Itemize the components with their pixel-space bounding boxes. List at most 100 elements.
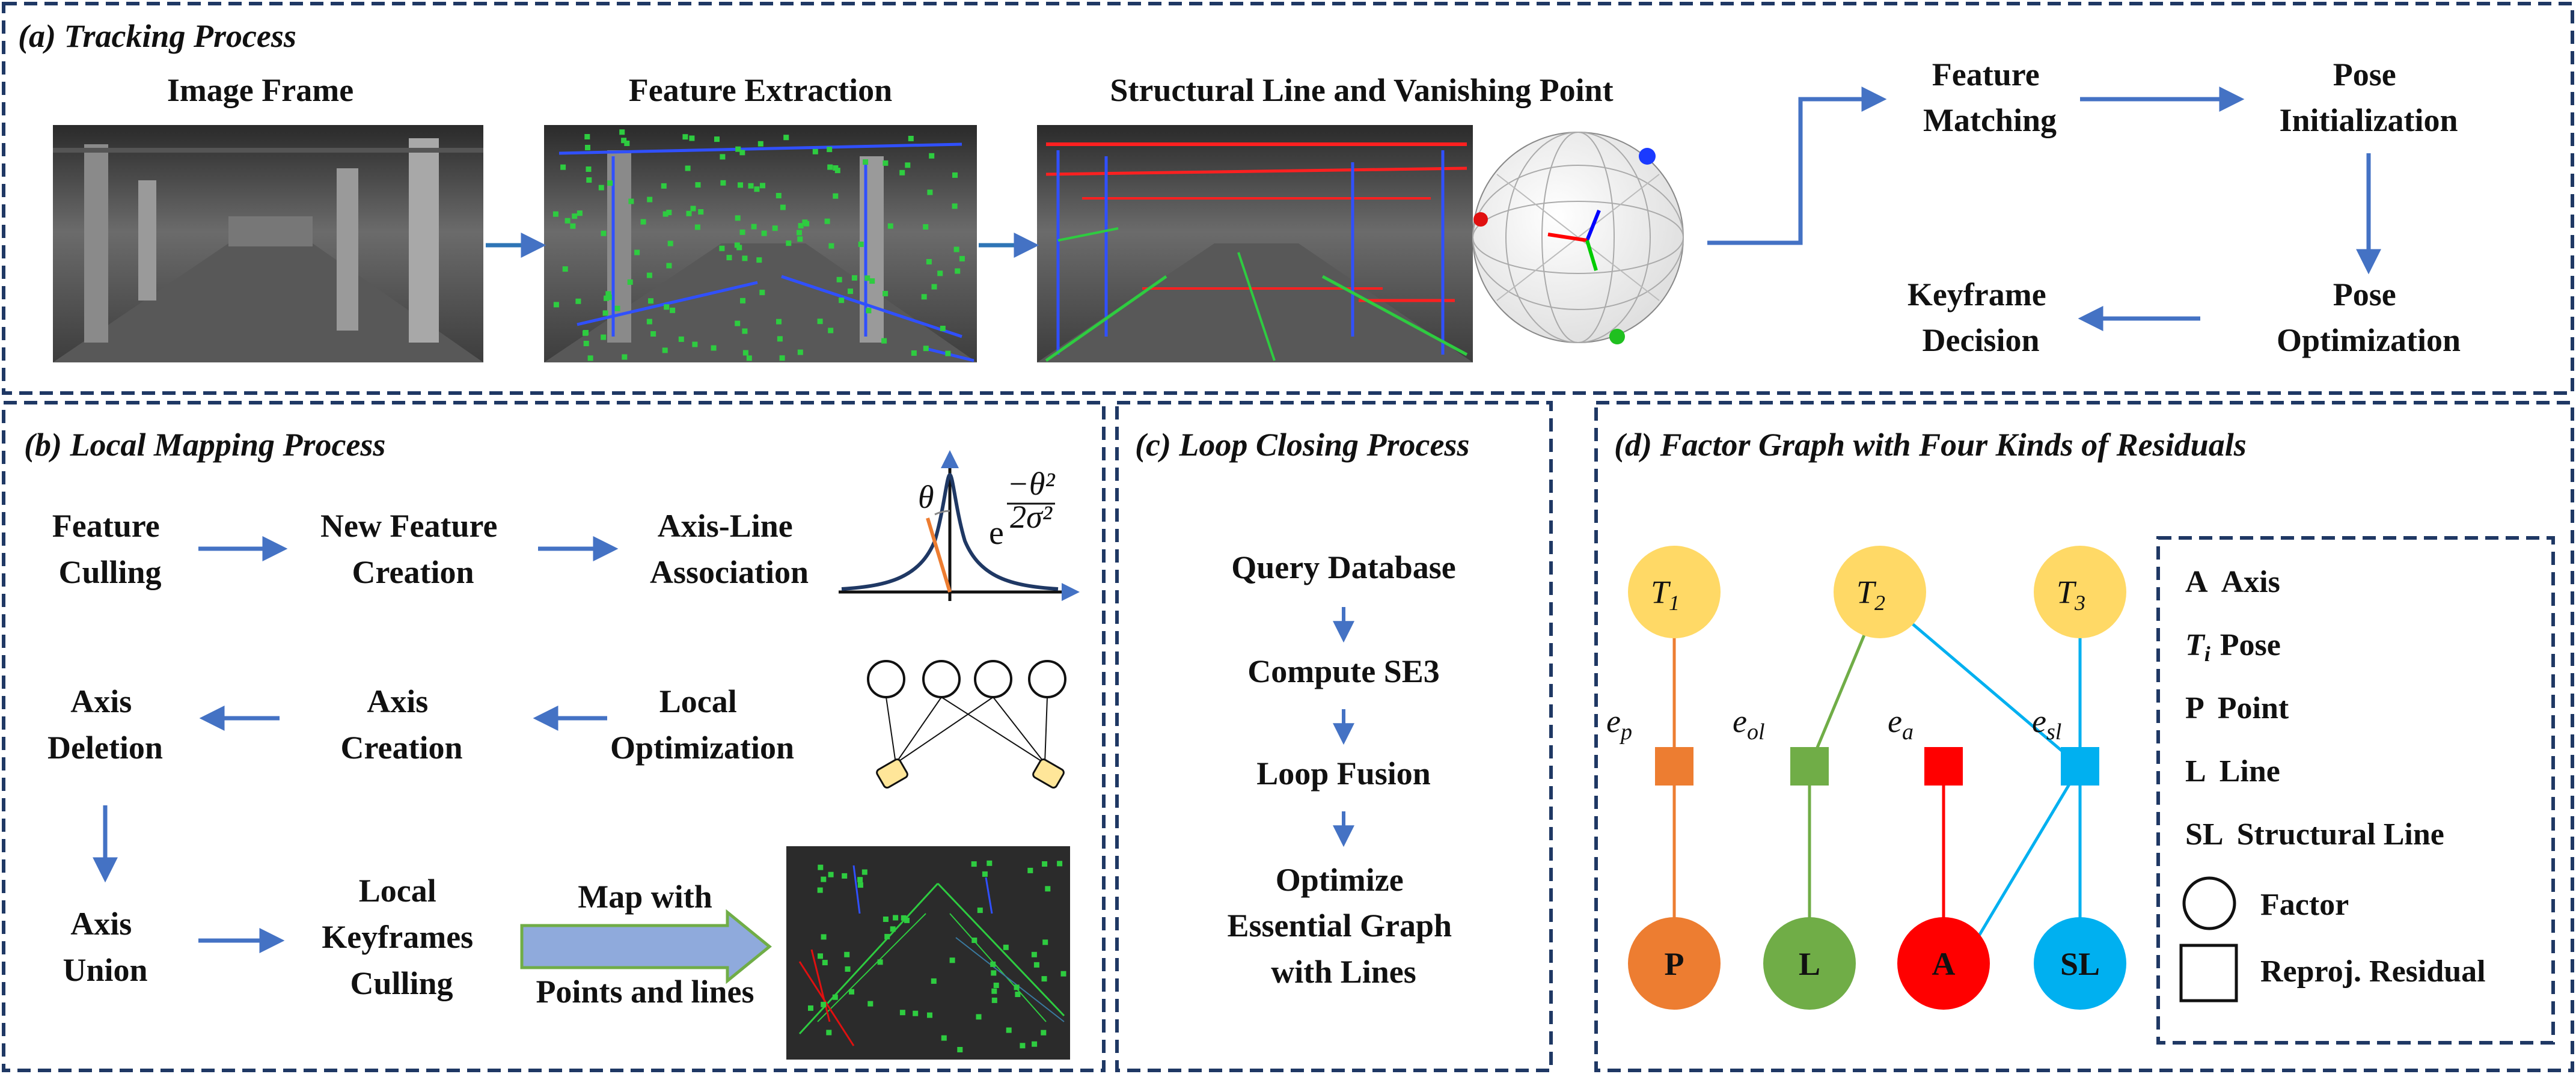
axis-union-label: Axis Union bbox=[63, 906, 147, 988]
feature-dot bbox=[647, 197, 653, 203]
structural-line-photo bbox=[1037, 125, 1473, 362]
feature-dot bbox=[646, 319, 652, 325]
feature-dot bbox=[742, 328, 748, 334]
feature-dot bbox=[661, 183, 667, 189]
feature-dot bbox=[851, 275, 857, 281]
feature-dot bbox=[622, 354, 628, 360]
edge-t2-esl bbox=[1898, 612, 2081, 767]
feature-dot bbox=[818, 864, 824, 870]
feature-dot bbox=[720, 154, 726, 160]
gaussian-formula-base: e bbox=[989, 514, 1004, 552]
feature-dot bbox=[601, 230, 607, 236]
feature-dot bbox=[783, 135, 789, 141]
feature-dot bbox=[553, 302, 559, 308]
feature-dot bbox=[759, 290, 765, 296]
feature-dot bbox=[845, 966, 851, 972]
feature-dot bbox=[857, 882, 863, 888]
feature-dot bbox=[760, 183, 765, 189]
feature-dot bbox=[1045, 886, 1051, 892]
feature-dot bbox=[585, 145, 590, 150]
feature-dot bbox=[1033, 962, 1039, 968]
residual-ep-square bbox=[1655, 747, 1693, 786]
feature-dot bbox=[739, 150, 745, 156]
feature-dot bbox=[777, 336, 783, 342]
feature-dot bbox=[714, 136, 720, 142]
feature-dot bbox=[861, 869, 867, 875]
feature-dot bbox=[808, 1005, 813, 1011]
feature-dot bbox=[957, 1047, 963, 1052]
feature-dot bbox=[937, 270, 943, 276]
feature-dot bbox=[583, 330, 588, 336]
feature-dot bbox=[952, 172, 958, 178]
feature-dot bbox=[959, 255, 965, 261]
feature-dot bbox=[834, 168, 840, 174]
feature-dot bbox=[666, 263, 672, 269]
feature-dot bbox=[941, 1035, 947, 1041]
feature-dot bbox=[869, 278, 875, 284]
feature-dot bbox=[863, 159, 869, 165]
feature-dot bbox=[738, 182, 743, 188]
feature-dot bbox=[1014, 984, 1020, 990]
feature-dot bbox=[646, 272, 652, 278]
feature-dot bbox=[650, 331, 656, 337]
feature-dot bbox=[927, 1012, 932, 1018]
feature-dot bbox=[695, 182, 701, 188]
feature-dot bbox=[828, 243, 834, 249]
feature-dot bbox=[711, 345, 717, 351]
feature-dot bbox=[839, 297, 845, 304]
feature-dot bbox=[754, 186, 760, 192]
feature-dot bbox=[648, 298, 653, 304]
gaussian-formula-den: 2σ² bbox=[1010, 499, 1053, 535]
loop-closing-panel-frame bbox=[1115, 401, 1553, 1072]
feature-dot bbox=[634, 249, 640, 255]
pose-node-t1 bbox=[1628, 546, 1721, 638]
feature-dot bbox=[756, 257, 762, 263]
feature-dot bbox=[881, 338, 887, 344]
feature-dot bbox=[602, 310, 608, 316]
feature-dot bbox=[927, 189, 933, 195]
feature-dot bbox=[866, 308, 872, 314]
feature-dot bbox=[586, 166, 592, 172]
feature-dot bbox=[761, 230, 767, 236]
feature-matching-label: Feature Matching bbox=[1923, 56, 2057, 138]
feature-dot bbox=[564, 218, 571, 224]
feature-dot bbox=[802, 219, 808, 225]
feature-dot bbox=[883, 291, 889, 296]
feature-dot bbox=[742, 255, 748, 261]
feature-dot bbox=[899, 169, 905, 175]
feature-dot bbox=[662, 211, 668, 217]
feature-dot bbox=[1031, 951, 1037, 957]
feature-dot bbox=[1042, 861, 1048, 867]
local-mapping-title: (b) Local Mapping Process bbox=[24, 427, 385, 463]
feature-dot bbox=[1006, 1027, 1012, 1033]
feature-culling-label: Feature Culling bbox=[52, 508, 168, 590]
feature-dot bbox=[827, 164, 833, 170]
feature-dot bbox=[746, 355, 752, 361]
feature-dot bbox=[670, 307, 676, 313]
feature-dot bbox=[821, 1001, 827, 1007]
query-database-label: Query Database bbox=[1231, 549, 1455, 585]
landmark-point-label: P bbox=[1665, 946, 1684, 982]
loop-closing-title: (c) Loop Closing Process bbox=[1135, 427, 1469, 463]
feature-dot bbox=[913, 1010, 919, 1016]
feature-dot bbox=[926, 259, 932, 264]
local-mapping-panel-frame bbox=[2, 401, 1106, 1072]
feature-dot bbox=[971, 938, 977, 943]
feature-dot bbox=[821, 934, 827, 940]
feature-dot bbox=[887, 223, 893, 229]
feature-dot bbox=[993, 983, 999, 988]
gaussian-formula-num: −θ² bbox=[1007, 466, 1055, 502]
feature-dot bbox=[1041, 1030, 1047, 1036]
feature-dot bbox=[640, 219, 646, 225]
feature-dot bbox=[614, 305, 620, 311]
feature-dot bbox=[621, 138, 627, 144]
feature-dot bbox=[587, 355, 593, 361]
landmark-node-point bbox=[1628, 917, 1721, 1010]
feature-dot bbox=[685, 165, 691, 171]
feature-dot bbox=[971, 861, 977, 867]
feature-dot bbox=[931, 284, 937, 290]
residual-esl-square bbox=[2061, 747, 2099, 786]
feature-dot bbox=[607, 180, 613, 186]
structural-line-label: Structural Line and Vanishing Point bbox=[1110, 72, 1613, 108]
feature-dot bbox=[572, 213, 578, 219]
